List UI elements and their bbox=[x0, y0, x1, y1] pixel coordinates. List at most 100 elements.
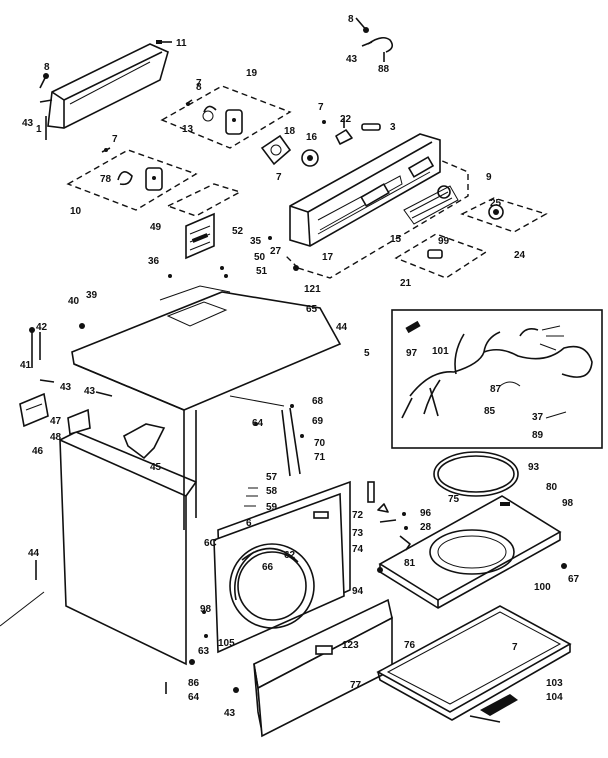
label-9: 9 bbox=[486, 172, 492, 183]
label-13: 13 bbox=[182, 124, 194, 135]
bracket-49 bbox=[166, 183, 299, 278]
label-103: 103 bbox=[546, 678, 563, 689]
label-41: 41 bbox=[20, 360, 32, 371]
left-side-parts bbox=[0, 323, 166, 627]
label-71: 71 bbox=[314, 452, 326, 463]
label-3: 3 bbox=[390, 122, 396, 133]
label-8c: 8 bbox=[196, 82, 202, 93]
label-80: 80 bbox=[546, 482, 558, 493]
label-98b: 98 bbox=[200, 604, 212, 615]
part-number-labels: 8 11 8 43 88 8 43 1 7 19 13 7 22 3 18 16… bbox=[20, 14, 580, 719]
label-67: 67 bbox=[568, 574, 580, 585]
label-77: 77 bbox=[350, 680, 362, 691]
label-8b: 8 bbox=[44, 62, 50, 73]
label-8a: 8 bbox=[348, 14, 354, 25]
label-7d: 7 bbox=[276, 172, 282, 183]
label-27: 27 bbox=[270, 246, 282, 257]
label-11: 11 bbox=[176, 38, 187, 49]
wire-harness-inset bbox=[391, 309, 603, 449]
label-100: 100 bbox=[534, 582, 551, 593]
label-105: 105 bbox=[218, 638, 235, 649]
label-59: 59 bbox=[266, 502, 278, 513]
component-group-24 bbox=[460, 197, 548, 233]
rear-bracket bbox=[39, 40, 172, 140]
label-42: 42 bbox=[36, 322, 48, 333]
label-7b: 7 bbox=[318, 102, 324, 113]
bottom-fasteners bbox=[165, 610, 239, 694]
label-85: 85 bbox=[484, 406, 496, 417]
control-console bbox=[289, 133, 459, 247]
label-28: 28 bbox=[420, 522, 432, 533]
component-group-21 bbox=[394, 233, 488, 279]
cabinet-body bbox=[59, 285, 393, 738]
label-51: 51 bbox=[256, 266, 268, 277]
label-96: 96 bbox=[420, 508, 432, 519]
label-17: 17 bbox=[322, 252, 334, 263]
label-39: 39 bbox=[86, 290, 98, 301]
label-52: 52 bbox=[232, 226, 244, 237]
label-76: 76 bbox=[404, 640, 416, 651]
label-65: 65 bbox=[306, 304, 318, 315]
label-43d: 43 bbox=[84, 386, 96, 397]
label-101: 101 bbox=[432, 346, 449, 357]
label-18: 18 bbox=[284, 126, 296, 137]
label-99: 99 bbox=[438, 236, 450, 247]
label-68: 68 bbox=[312, 396, 324, 407]
label-70: 70 bbox=[314, 438, 326, 449]
label-22: 22 bbox=[340, 114, 352, 125]
label-88: 88 bbox=[378, 64, 390, 75]
label-15: 15 bbox=[390, 234, 402, 245]
label-123: 123 bbox=[342, 640, 359, 651]
label-43c: 43 bbox=[60, 382, 72, 393]
lid-assembly bbox=[376, 605, 572, 723]
label-44a: 44 bbox=[336, 322, 348, 333]
label-6c: 6C bbox=[204, 538, 217, 549]
label-35: 35 bbox=[250, 236, 262, 247]
label-21: 21 bbox=[400, 278, 412, 289]
label-78: 78 bbox=[100, 174, 112, 185]
label-121: 121 bbox=[304, 284, 321, 295]
label-10: 10 bbox=[70, 206, 82, 217]
label-86: 86 bbox=[188, 678, 200, 689]
label-89: 89 bbox=[532, 430, 544, 441]
label-66: 66 bbox=[262, 562, 274, 573]
label-19: 19 bbox=[246, 68, 258, 79]
label-98a: 98 bbox=[562, 498, 574, 509]
label-74: 74 bbox=[352, 544, 364, 555]
door-seal bbox=[433, 451, 519, 497]
label-49: 49 bbox=[150, 222, 162, 233]
label-69: 69 bbox=[312, 416, 324, 427]
label-5: 5 bbox=[364, 348, 370, 359]
timer-components bbox=[260, 118, 381, 167]
label-64a: 64 bbox=[252, 418, 264, 429]
label-1: 1 bbox=[36, 124, 42, 135]
label-44b: 44 bbox=[28, 548, 40, 559]
label-43e: 43 bbox=[224, 708, 236, 719]
label-58: 58 bbox=[266, 486, 278, 497]
label-63: 63 bbox=[198, 646, 210, 657]
label-16: 16 bbox=[306, 132, 318, 143]
label-48: 48 bbox=[50, 432, 62, 443]
top-plate bbox=[378, 495, 567, 609]
label-36: 36 bbox=[148, 256, 160, 267]
label-81: 81 bbox=[404, 558, 416, 569]
label-57: 57 bbox=[266, 472, 278, 483]
label-50: 50 bbox=[254, 252, 266, 263]
label-40: 40 bbox=[68, 296, 80, 307]
label-24: 24 bbox=[514, 250, 526, 261]
label-7c: 7 bbox=[112, 134, 118, 145]
label-47: 47 bbox=[50, 416, 62, 427]
label-75: 75 bbox=[448, 494, 460, 505]
component-group-19 bbox=[160, 85, 292, 149]
label-73: 73 bbox=[352, 528, 364, 539]
label-72: 72 bbox=[352, 510, 364, 521]
frame-fasteners bbox=[244, 404, 304, 507]
top-right-screws bbox=[355, 17, 394, 62]
hinge-parts bbox=[367, 481, 411, 573]
label-87: 87 bbox=[490, 384, 502, 395]
label-64b: 64 bbox=[188, 692, 200, 703]
label-7e: 7 bbox=[512, 642, 518, 653]
label-46: 46 bbox=[32, 446, 44, 457]
label-93: 93 bbox=[528, 462, 540, 473]
